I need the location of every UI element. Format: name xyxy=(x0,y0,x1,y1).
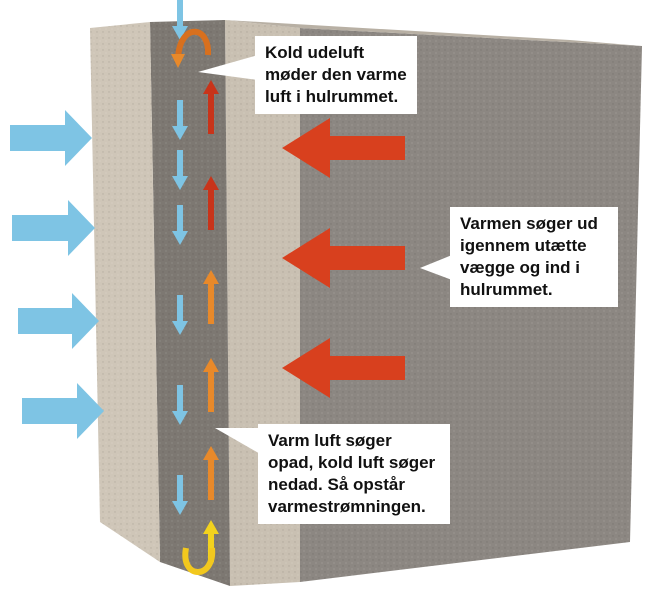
cavity xyxy=(150,20,230,586)
callout-pointers xyxy=(198,55,452,455)
outer-wall xyxy=(90,22,160,562)
warm-up-arrows xyxy=(203,80,219,562)
warm-escape-arrows xyxy=(282,118,405,398)
callout-top: Kold udeluft møder den varme luft i hulr… xyxy=(255,36,417,114)
circulation-arrows xyxy=(171,28,216,575)
cold-down-arrows xyxy=(172,0,188,515)
callout-bottom: Varm luft søger opad, kold luft søger ne… xyxy=(258,424,450,524)
callout-right: Varmen søger ud igennem utætte vægge og … xyxy=(450,207,618,307)
cold-outside-arrows xyxy=(10,110,104,439)
